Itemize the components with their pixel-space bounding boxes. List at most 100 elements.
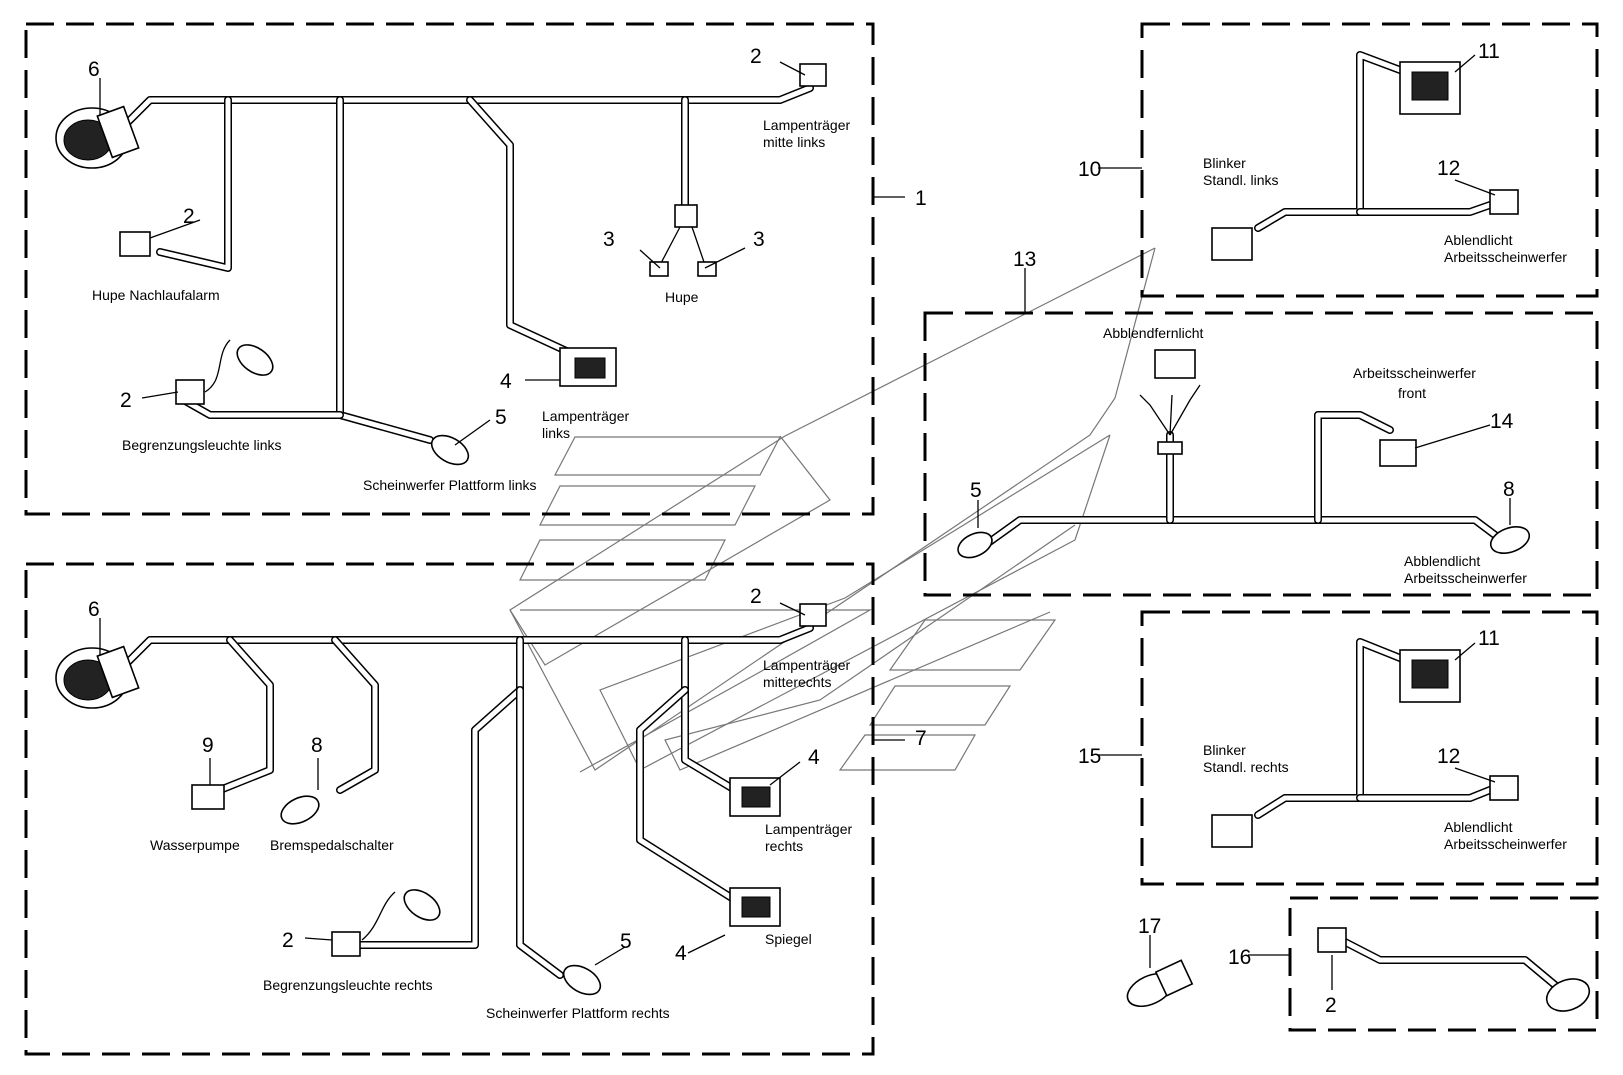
lamp-socket-begrenzung-links [236,344,274,376]
hupe-plug-left [649,261,669,277]
harness-group-13: 5 14 8 13 Abblendfernlicht Arbeitsschein… [923,248,1599,597]
frame-1 [24,22,875,516]
callout-3-left: 3 [603,228,615,251]
connector-blinker-rechts [1211,814,1253,848]
harness-7-wires [116,624,814,979]
callout-15: 15 [1078,745,1101,768]
callout-6-bottom: 6 [88,598,100,621]
connector-2-hupe [119,231,151,257]
label-lampentraeger-mitterechts-2: mitterechts [763,674,831,690]
label-blinker-rechts-1: Blinker [1203,742,1246,758]
frame-15 [1140,610,1599,886]
label-ablendlicht-1: Ablendlicht [1444,232,1513,248]
callout-11-top: 11 [1478,40,1500,63]
label-arbeitsscheinwerfer-front-2: front [1398,385,1426,401]
label-abblendlicht-2: Arbeitsscheinwerfer [1404,570,1527,586]
callout-12-top: 12 [1437,157,1460,180]
callout-4-spiegel: 4 [675,942,687,965]
connector-12-top [1489,189,1519,215]
connector-2-mitterechts [799,603,827,627]
callout-7: 7 [915,727,927,750]
callout-1: 1 [915,187,927,210]
connector-5-front [957,531,993,559]
part-17: 17 [1126,915,1194,1008]
label-lampentraeger-rechts-2: rechts [765,838,803,854]
callout-4-lampentraeger-rechts: 4 [808,746,820,769]
label-abblendlicht-1: Abblendlicht [1404,553,1480,569]
label-wasserpumpe: Wasserpumpe [150,837,240,853]
connector-5-scheinwerfer-links [430,434,470,466]
connector-2-sixteen [1317,927,1347,953]
round-connector-6-top [55,105,140,169]
label-begrenzungsleuchte-links: Begrenzungsleuchte links [122,437,282,453]
callout-16: 16 [1228,946,1251,969]
label-abblendfernlicht: Abblendfernlicht [1103,325,1204,341]
label-scheinwerfer-plattform-links: Scheinwerfer Plattform links [363,477,537,493]
harness-group-15: 11 12 15 Blinker Standl. rechts Ablendli… [1078,610,1599,886]
harness-1-wires [116,84,814,444]
frame-7 [24,562,875,1056]
callout-2-begrenzung-links: 2 [120,389,132,412]
frame-10 [1140,22,1599,298]
label-ablendlicht-2: Arbeitsscheinwerfer [1444,249,1567,265]
splice-abblendfernlicht [1157,441,1183,455]
connector-12-bottom [1489,775,1519,801]
label-lampentraeger-rechts-1: Lampenträger [765,821,853,837]
label-lampentraeger-links-1: Lampenträger [542,408,630,424]
connector-2-begrenzung-rechts [331,931,361,957]
callout-5-scheinwerfer-rechts: 5 [620,930,632,953]
callout-2-mitterechts: 2 [750,585,762,608]
connector-8-front [1489,526,1531,554]
socket-16 [1545,978,1591,1012]
harness-group-16: 2 16 [1228,896,1599,1032]
label-ablendlicht-r-2: Arbeitsscheinwerfer [1444,836,1567,852]
label-spiegel: Spiegel [765,931,812,947]
connector-14 [1379,439,1417,467]
label-hupe-nachlaufalarm: Hupe Nachlaufalarm [92,287,220,303]
round-connector-6-bottom [55,645,140,709]
harness-group-1: 6 2 2 3 3 2 4 5 1 Hupe Nachlaufalarm Lam… [24,22,927,516]
label-bremspedalschalter: Bremspedalschalter [270,837,394,853]
label-blinker-links-2: Standl. links [1203,172,1278,188]
callout-5-scheinwerfer-links: 5 [495,406,507,429]
callout-3-right: 3 [753,228,765,251]
callout-13: 13 [1013,248,1036,271]
callout-8-front: 8 [1503,478,1515,501]
frame-13 [923,311,1599,597]
label-blinker-rechts-2: Standl. rechts [1203,759,1289,775]
label-begrenzungsleuchte-rechts: Begrenzungsleuchte rechts [263,977,433,993]
hupe-plug-right [697,261,717,277]
connector-2-mitte-links [799,63,827,87]
connector-5-scheinwerfer-rechts [562,964,602,996]
callout-2-sixteen: 2 [1325,994,1337,1017]
connector-8-bremspedalschalter [280,795,320,825]
connector-blinker-links [1211,227,1253,261]
callout-10: 10 [1078,158,1101,181]
label-lampentraeger-links-2: links [542,425,570,441]
callout-14: 14 [1490,410,1514,433]
label-blinker-links-1: Blinker [1203,155,1246,171]
background-outline [509,247,1156,773]
connector-11-bottom [1399,649,1461,703]
lamp-socket-begrenzung-rechts [403,889,441,921]
callout-6-top: 6 [88,58,100,81]
callout-12-bottom: 12 [1437,745,1460,768]
label-lampentraeger-mitte-links-1: Lampenträger [763,117,851,133]
hupe-splice [674,204,698,228]
connector-abblendfernlicht [1154,349,1196,379]
label-arbeitsscheinwerfer-front-1: Arbeitsscheinwerfer [1353,365,1476,381]
connector-9-wasserpumpe [191,784,225,810]
harness-group-10: 11 12 10 Blinker Standl. links Ablendlic… [1078,22,1599,298]
label-hupe: Hupe [665,289,699,305]
callout-5-front: 5 [970,479,982,502]
callout-8-bremspedal: 8 [311,734,323,757]
label-lampentraeger-mitterechts-1: Lampenträger [763,657,851,673]
callout-2-hupe: 2 [183,205,195,228]
callout-4-lampentraeger-links: 4 [500,370,512,393]
label-lampentraeger-mitte-links-2: mitte links [763,134,825,150]
label-ablendlicht-r-1: Ablendlicht [1444,819,1513,835]
label-scheinwerfer-plattform-rechts: Scheinwerfer Plattform rechts [486,1005,670,1021]
connector-2-begrenzung-links [175,379,205,405]
callout-17: 17 [1138,915,1161,938]
